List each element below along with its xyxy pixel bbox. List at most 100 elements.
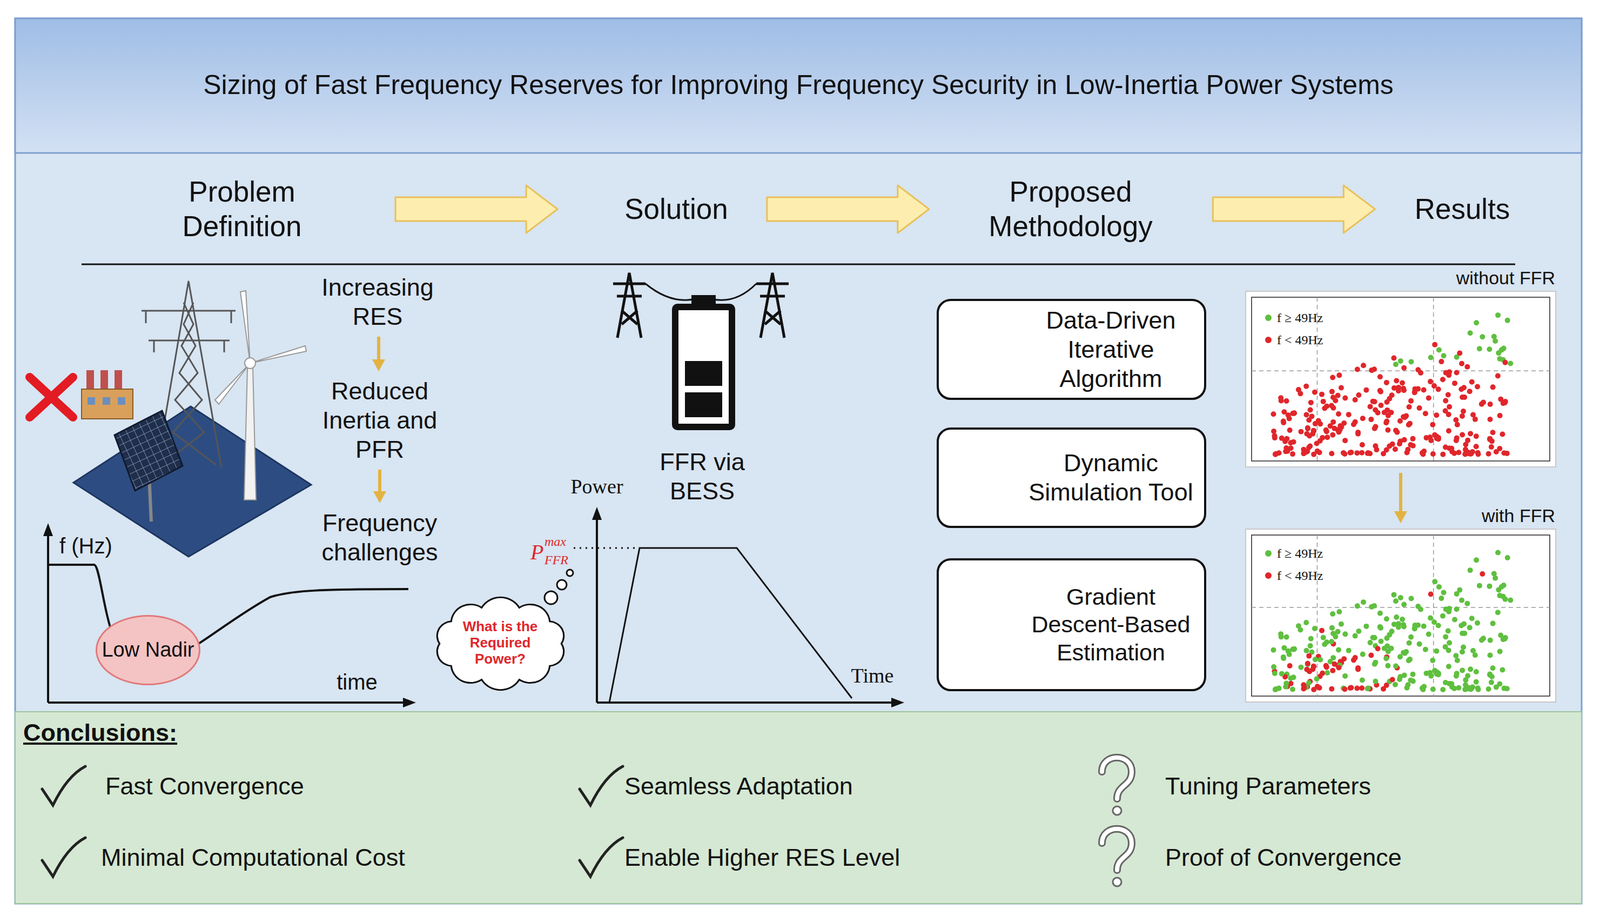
scatter-point [1473, 679, 1480, 685]
scatter-point [1467, 330, 1474, 336]
scatter-point [1329, 374, 1336, 380]
wind-turbine [214, 290, 307, 500]
scatter-point [1390, 355, 1397, 361]
scatter-point [1383, 447, 1390, 453]
scatter-point [1473, 668, 1480, 675]
scatter-point [1314, 683, 1321, 689]
step-arrow [373, 469, 387, 503]
node-text: Low Nadir [101, 637, 194, 662]
scatter-point [1335, 411, 1342, 417]
scatter-point [1272, 434, 1278, 441]
scatter-point [1401, 672, 1408, 678]
scatter-point [1441, 589, 1447, 595]
figure-part [691, 294, 716, 307]
figure-part [592, 506, 602, 520]
scatter-point [1397, 358, 1404, 364]
scatter-point [1335, 647, 1342, 653]
scatter-point [1396, 676, 1403, 682]
scatter-point [1435, 436, 1442, 442]
scatter-point [1272, 451, 1279, 457]
scatter-point [1441, 352, 1447, 359]
conclusion-item: Seamless Adaptation [624, 771, 853, 801]
figure-part [240, 290, 251, 363]
scatter-point [1377, 373, 1383, 380]
conclusion-band [15, 711, 1582, 904]
scatter-point [1469, 448, 1476, 455]
scatter-point [1300, 686, 1307, 692]
legend-swatch [1265, 549, 1272, 557]
figure-part [87, 397, 96, 405]
scatter-point [1352, 654, 1359, 661]
scatter-point [1401, 601, 1407, 608]
scatter-point [1303, 411, 1310, 418]
figure-part [616, 294, 642, 298]
scatter-point [1410, 677, 1416, 684]
scatter-point [1499, 431, 1505, 437]
scatter-point [1291, 646, 1297, 652]
legend-item: f < 49Hz [1265, 331, 1324, 348]
scatter-point [1365, 450, 1371, 456]
conclusion-item: Proof of Convergence [1165, 842, 1402, 872]
figure-part [81, 388, 133, 419]
scatter-point [1497, 632, 1504, 638]
scatter-point [1368, 416, 1374, 422]
method-box: Dynamic Simulation Tool [936, 427, 1207, 528]
scatter-point [1438, 595, 1444, 601]
scatter-point [1328, 638, 1335, 644]
scatter-point [1289, 451, 1296, 457]
scatter-point [1368, 367, 1375, 373]
scatter-point [1496, 355, 1503, 362]
scatter-point [1436, 347, 1442, 353]
node-text: Frequency challenges [304, 508, 456, 567]
scatter-point [1456, 350, 1463, 356]
scatter-point [1446, 427, 1452, 434]
figure-part [1101, 757, 1132, 799]
question-icons [1101, 757, 1132, 886]
scatter-point [1497, 396, 1504, 402]
figure-part [148, 339, 230, 342]
scatter-point [1454, 606, 1460, 612]
scatter-point [1453, 652, 1459, 658]
axes-frame [1251, 297, 1550, 461]
figure-part [402, 697, 416, 708]
figure-part [764, 310, 781, 325]
scatter-point [1329, 624, 1335, 631]
scatter-point [1384, 407, 1390, 413]
scatter-point [1377, 624, 1384, 631]
figure-part [29, 377, 73, 418]
figure-part [684, 360, 723, 386]
figure-part [244, 367, 257, 500]
scatter-point [1487, 401, 1494, 407]
scatter-point [1476, 582, 1483, 589]
scatter-point [1279, 435, 1285, 441]
figure-part [244, 357, 256, 369]
figure-part [1101, 757, 1132, 799]
scatter-point [1281, 644, 1287, 651]
scatter-point [1391, 385, 1397, 391]
scatter-point [1378, 638, 1384, 644]
scatter-point [1459, 394, 1465, 400]
scatter-point [1488, 679, 1495, 685]
scatter-point [1331, 661, 1337, 667]
scatter-point [1406, 640, 1413, 646]
scatter-point [1280, 654, 1287, 660]
scatter-point [1487, 651, 1493, 658]
step-label: Results [1414, 191, 1511, 227]
scatter-point [1330, 654, 1336, 661]
node-text: Problem Definition [155, 174, 329, 244]
scatter-point [1412, 622, 1418, 628]
scatter-point [1473, 319, 1480, 326]
scatter-point [1479, 636, 1485, 643]
scatter-point [1467, 666, 1474, 672]
scatter-point [1469, 615, 1475, 621]
scatter-point [1467, 624, 1473, 630]
scatter-point [1431, 382, 1437, 389]
scatter-point [1490, 384, 1496, 390]
scatter-point [1319, 627, 1325, 634]
scatter-point [1329, 388, 1335, 395]
scatter-point [1474, 384, 1481, 390]
nadir-ellipse: Low Nadir [95, 614, 201, 685]
scatter-point [1459, 360, 1465, 367]
scatter-point [1365, 685, 1371, 691]
scatter-point [1497, 412, 1503, 419]
